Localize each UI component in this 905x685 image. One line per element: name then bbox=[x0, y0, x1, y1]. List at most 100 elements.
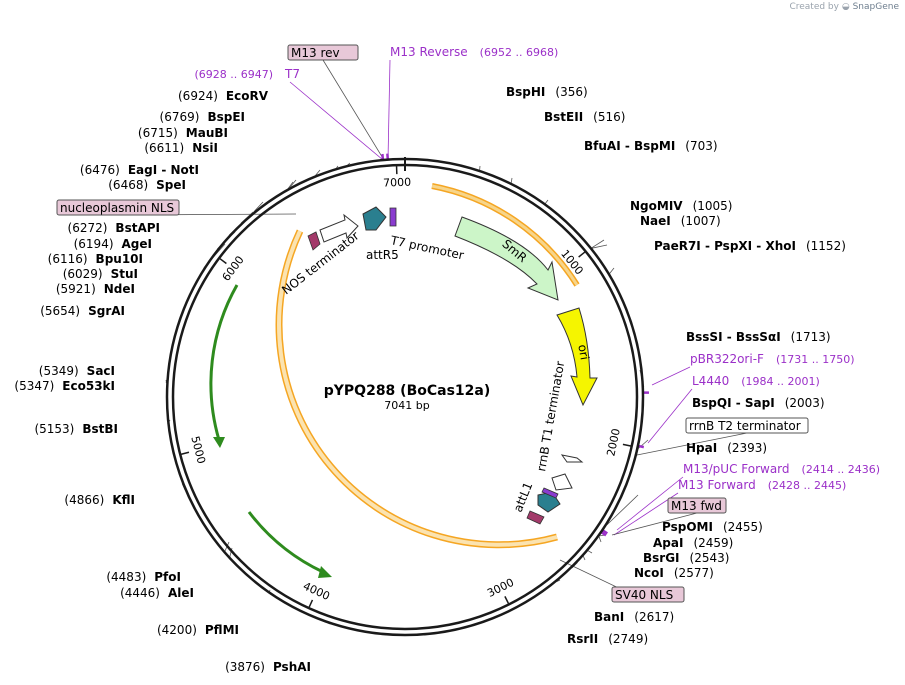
restriction-site-label: NcoI(2577) bbox=[634, 566, 714, 580]
restriction-site-label: (5654)SgrAI bbox=[40, 304, 125, 318]
boxed-label: rrnB T2 terminator bbox=[689, 419, 801, 433]
restriction-site-label: BsrGI(2543) bbox=[643, 551, 729, 565]
primer-leader bbox=[387, 59, 391, 161]
nucleoplasmin-nls-icon bbox=[307, 231, 321, 251]
tick-mark bbox=[578, 251, 586, 258]
restriction-site-label: (6924)EcoRV bbox=[178, 89, 269, 103]
primer-label: (6928 .. 6947)T7 bbox=[194, 67, 300, 81]
leader-line bbox=[315, 169, 321, 176]
restriction-site-label: BstEII(516) bbox=[544, 110, 625, 124]
credit-prefix: Created by bbox=[789, 2, 839, 12]
boxed-label: nucleoplasmin NLS bbox=[60, 201, 174, 215]
arc-bottom-inner bbox=[277, 230, 558, 547]
attr5-icon bbox=[362, 206, 387, 231]
tick-mark bbox=[308, 599, 314, 608]
restriction-site-label: (6476)EagI - NotI bbox=[80, 163, 199, 177]
rrnb-t2-icon bbox=[551, 473, 573, 491]
restriction-site-label: (5921)NdeI bbox=[56, 282, 135, 296]
leader-line bbox=[253, 201, 264, 213]
boxed-label: SV40 NLS bbox=[615, 588, 673, 602]
restriction-site-label: (4446)AleI bbox=[120, 586, 194, 600]
leader-line bbox=[544, 199, 549, 204]
tick-mark bbox=[219, 258, 227, 265]
primer-leader bbox=[651, 366, 691, 386]
restriction-site-label: BspQI - SapI(2003) bbox=[692, 396, 825, 410]
leader-line bbox=[287, 181, 294, 189]
boxed-label-bg bbox=[611, 586, 685, 603]
credit-brand: SnapGene bbox=[852, 2, 899, 12]
boxed-label-leader bbox=[611, 512, 698, 536]
t7-promoter-label: T7 promoter bbox=[388, 233, 465, 262]
restriction-site-label: (6116)Bpu10I bbox=[48, 252, 143, 266]
primer-binding-mark bbox=[602, 529, 609, 535]
tick-mark bbox=[622, 443, 631, 447]
restriction-site-label: (4866)KflI bbox=[64, 493, 135, 507]
attl1-label: attL1 bbox=[511, 480, 536, 514]
attr5-label: attR5 bbox=[366, 248, 399, 262]
restriction-site-label: (6611)NsiI bbox=[144, 141, 218, 155]
leader-line bbox=[289, 179, 297, 188]
primer-label: L4440(1984 .. 2001) bbox=[692, 374, 820, 388]
restriction-site-label: (5347)Eco53kI bbox=[14, 379, 115, 393]
leader-line bbox=[606, 494, 639, 526]
restriction-site-label: PspOMI(2455) bbox=[662, 520, 763, 534]
restriction-site-label: (6194)AgeI bbox=[74, 237, 152, 251]
tick-label: 5000 bbox=[188, 435, 208, 465]
restriction-site-label: (5153)BstBI bbox=[34, 422, 118, 436]
attl1-bar-icon bbox=[541, 487, 559, 499]
tick-label: 4000 bbox=[301, 580, 332, 603]
primer-binding-mark bbox=[638, 444, 645, 449]
restriction-site-label: BfuAI - BspMI(703) bbox=[584, 139, 718, 153]
boxed-label-bg bbox=[56, 199, 180, 216]
restriction-site-label: (6468)SpeI bbox=[108, 178, 186, 192]
tick-mark bbox=[504, 596, 510, 604]
restriction-site-label: (6029)StuI bbox=[63, 267, 138, 281]
restriction-site-label: (4200)PflMI bbox=[157, 623, 239, 637]
tick-mark bbox=[181, 451, 190, 455]
restriction-site-label: RsrII(2749) bbox=[567, 632, 648, 646]
leader-line bbox=[582, 556, 586, 561]
leader-line bbox=[598, 536, 602, 543]
restriction-site-label: (5349)SacI bbox=[39, 364, 115, 378]
leader-line bbox=[510, 177, 513, 183]
sv40-nls-icon bbox=[526, 510, 545, 525]
snapgene-credit: Created by ◒ SnapGene bbox=[789, 2, 899, 12]
feature-arcs bbox=[275, 183, 580, 549]
restriction-site-label: BanI(2617) bbox=[594, 610, 674, 624]
nos-terminator-label: NOS terminator bbox=[279, 229, 361, 298]
leader-line bbox=[591, 239, 605, 249]
boxed-label-leader bbox=[322, 59, 385, 161]
rrnb-t1-icon bbox=[560, 454, 584, 463]
site-labels: BspHI(356) BstEII(516) BfuAI - BspMI(703) N… bbox=[14, 44, 880, 674]
tick-label: 7000 bbox=[383, 176, 411, 190]
boxed-label-bg bbox=[667, 497, 727, 514]
primer-leader bbox=[616, 476, 684, 531]
plasmid-name: pYPQ288 (BoCas12a) bbox=[324, 383, 491, 399]
nos-terminator-icon bbox=[319, 213, 359, 243]
cds-arrow-left bbox=[209, 284, 239, 441]
restriction-site-label: NaeI(1007) bbox=[640, 214, 721, 228]
primer-label: M13 Reverse(6952 .. 6968) bbox=[390, 45, 558, 59]
primer-label: M13/pUC Forward(2414 .. 2436) bbox=[683, 462, 880, 476]
cds-arrow-bottom bbox=[247, 511, 324, 574]
boxed-label-bg bbox=[685, 417, 809, 434]
restriction-site-label: BssSI - BssSαI(1713) bbox=[686, 330, 831, 344]
restriction-site-label: NgoMIV(1005) bbox=[630, 199, 732, 213]
restriction-site-label: PaeR7I - PspXI - XhoI(1152) bbox=[654, 239, 846, 253]
tick-label: 2000 bbox=[604, 427, 623, 457]
feature-smr bbox=[454, 216, 559, 301]
restriction-site-label: (6769)BspEI bbox=[160, 110, 245, 124]
restriction-site-label: (4483)PfoI bbox=[106, 570, 181, 584]
cds-arrow-bottom-head bbox=[318, 566, 332, 578]
boxed-label-bg bbox=[287, 44, 359, 61]
restriction-site-label: ApaI(2459) bbox=[653, 536, 733, 550]
primer-label: M13 Forward(2428 .. 2445) bbox=[678, 478, 846, 492]
leader-line bbox=[609, 267, 615, 274]
feature-ori bbox=[556, 307, 598, 407]
restriction-site-label: (3876)PshAI bbox=[225, 660, 311, 674]
primer-binding-mark bbox=[601, 531, 607, 537]
restriction-site-label: BspHI(356) bbox=[506, 85, 588, 99]
restriction-site-label: HpaI(2393) bbox=[686, 441, 767, 455]
lower-right-features bbox=[526, 454, 584, 525]
leader-line bbox=[591, 244, 608, 249]
